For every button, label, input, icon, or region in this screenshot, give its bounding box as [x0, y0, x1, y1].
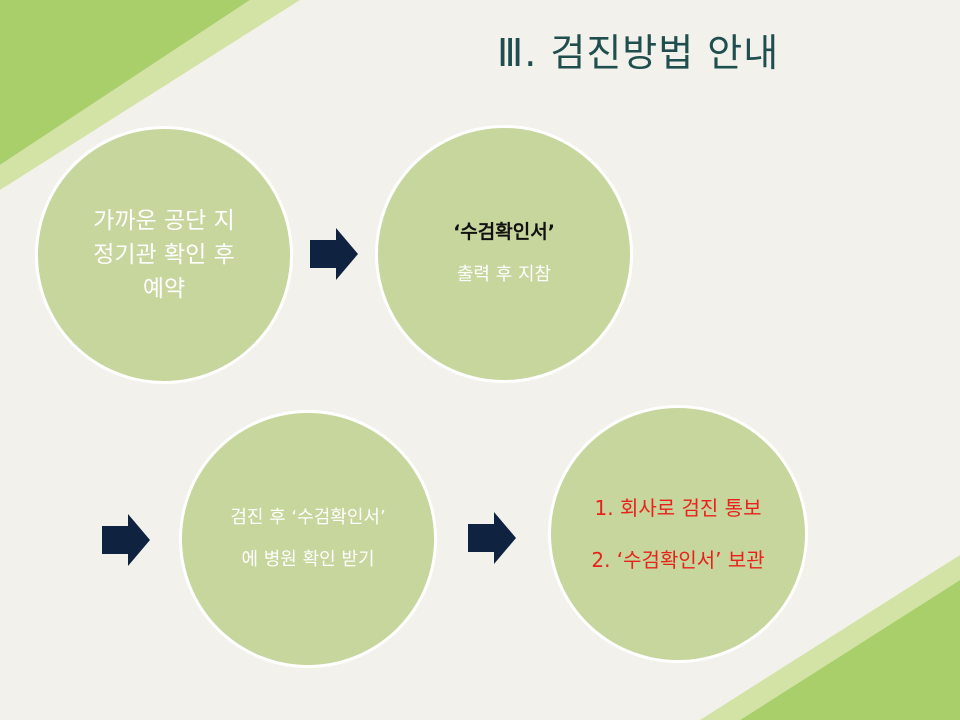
step-1-circle: 가까운 공단 지 정기관 확인 후 예약 — [35, 126, 293, 384]
step-2-circle: ‘수검확인서’ 출력 후 지참 — [375, 125, 633, 383]
step-3-line-1: 검진 후 ‘수검확인서’ — [230, 507, 386, 528]
step-4-line-1: 1. 회사로 검진 통보 — [594, 496, 762, 520]
step-2-heading: ‘수검확인서’ — [453, 221, 555, 243]
top-left-light-stripe — [0, 0, 300, 190]
right-arrow-icon — [468, 512, 516, 564]
step-3-line-2: 에 병원 확인 받기 — [241, 549, 375, 570]
page-title: Ⅲ. 검진방법 안내 — [497, 31, 780, 75]
step-1-line-2: 정기관 확인 후 — [93, 242, 235, 268]
step-1-line-3: 예약 — [142, 276, 186, 302]
right-arrow-icon — [102, 514, 150, 566]
step-1-line-1: 가까운 공단 지 — [93, 208, 235, 234]
step-4-line-2: 2. ‘수검확인서’ 보관 — [591, 548, 765, 572]
right-arrow-icon — [310, 228, 358, 280]
bottom-right-light-stripe — [700, 555, 960, 720]
step-4-circle: 1. 회사로 검진 통보 2. ‘수검확인서’ 보관 — [548, 405, 808, 663]
step-3-circle: 검진 후 ‘수검확인서’ 에 병원 확인 받기 — [179, 410, 437, 668]
step-2-text: 출력 후 지참 — [456, 264, 552, 285]
